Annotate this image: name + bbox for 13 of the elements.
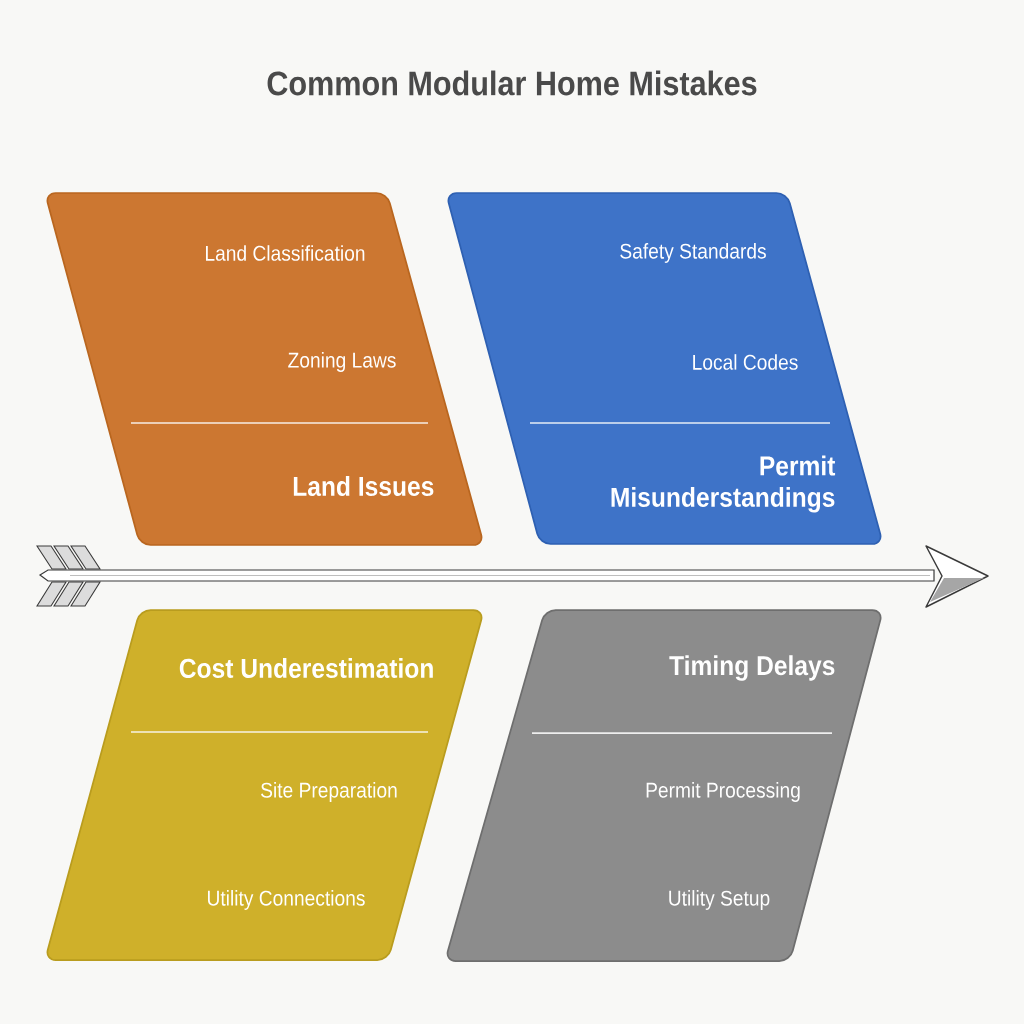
cause-label: Utility Connections [208,890,365,910]
cause-label: Site Preparation [261,782,397,802]
category-heading: Cost Underestimation [179,657,433,679]
title: Common Modular Home Mistakes [267,70,757,96]
cause-label: Zoning Laws [288,352,396,372]
cause-label: Utility Setup [669,890,770,910]
category-heading: Timing Delays [669,655,835,681]
category-heading: Permit Misunderstandings [611,455,836,513]
cause-label: Permit Processing [646,782,800,802]
category-heading: Land Issues [293,475,434,497]
cause-label: Land Classification [206,245,365,261]
cause-label: Safety Standards [620,243,766,263]
cause-label: Local Codes [693,354,798,370]
